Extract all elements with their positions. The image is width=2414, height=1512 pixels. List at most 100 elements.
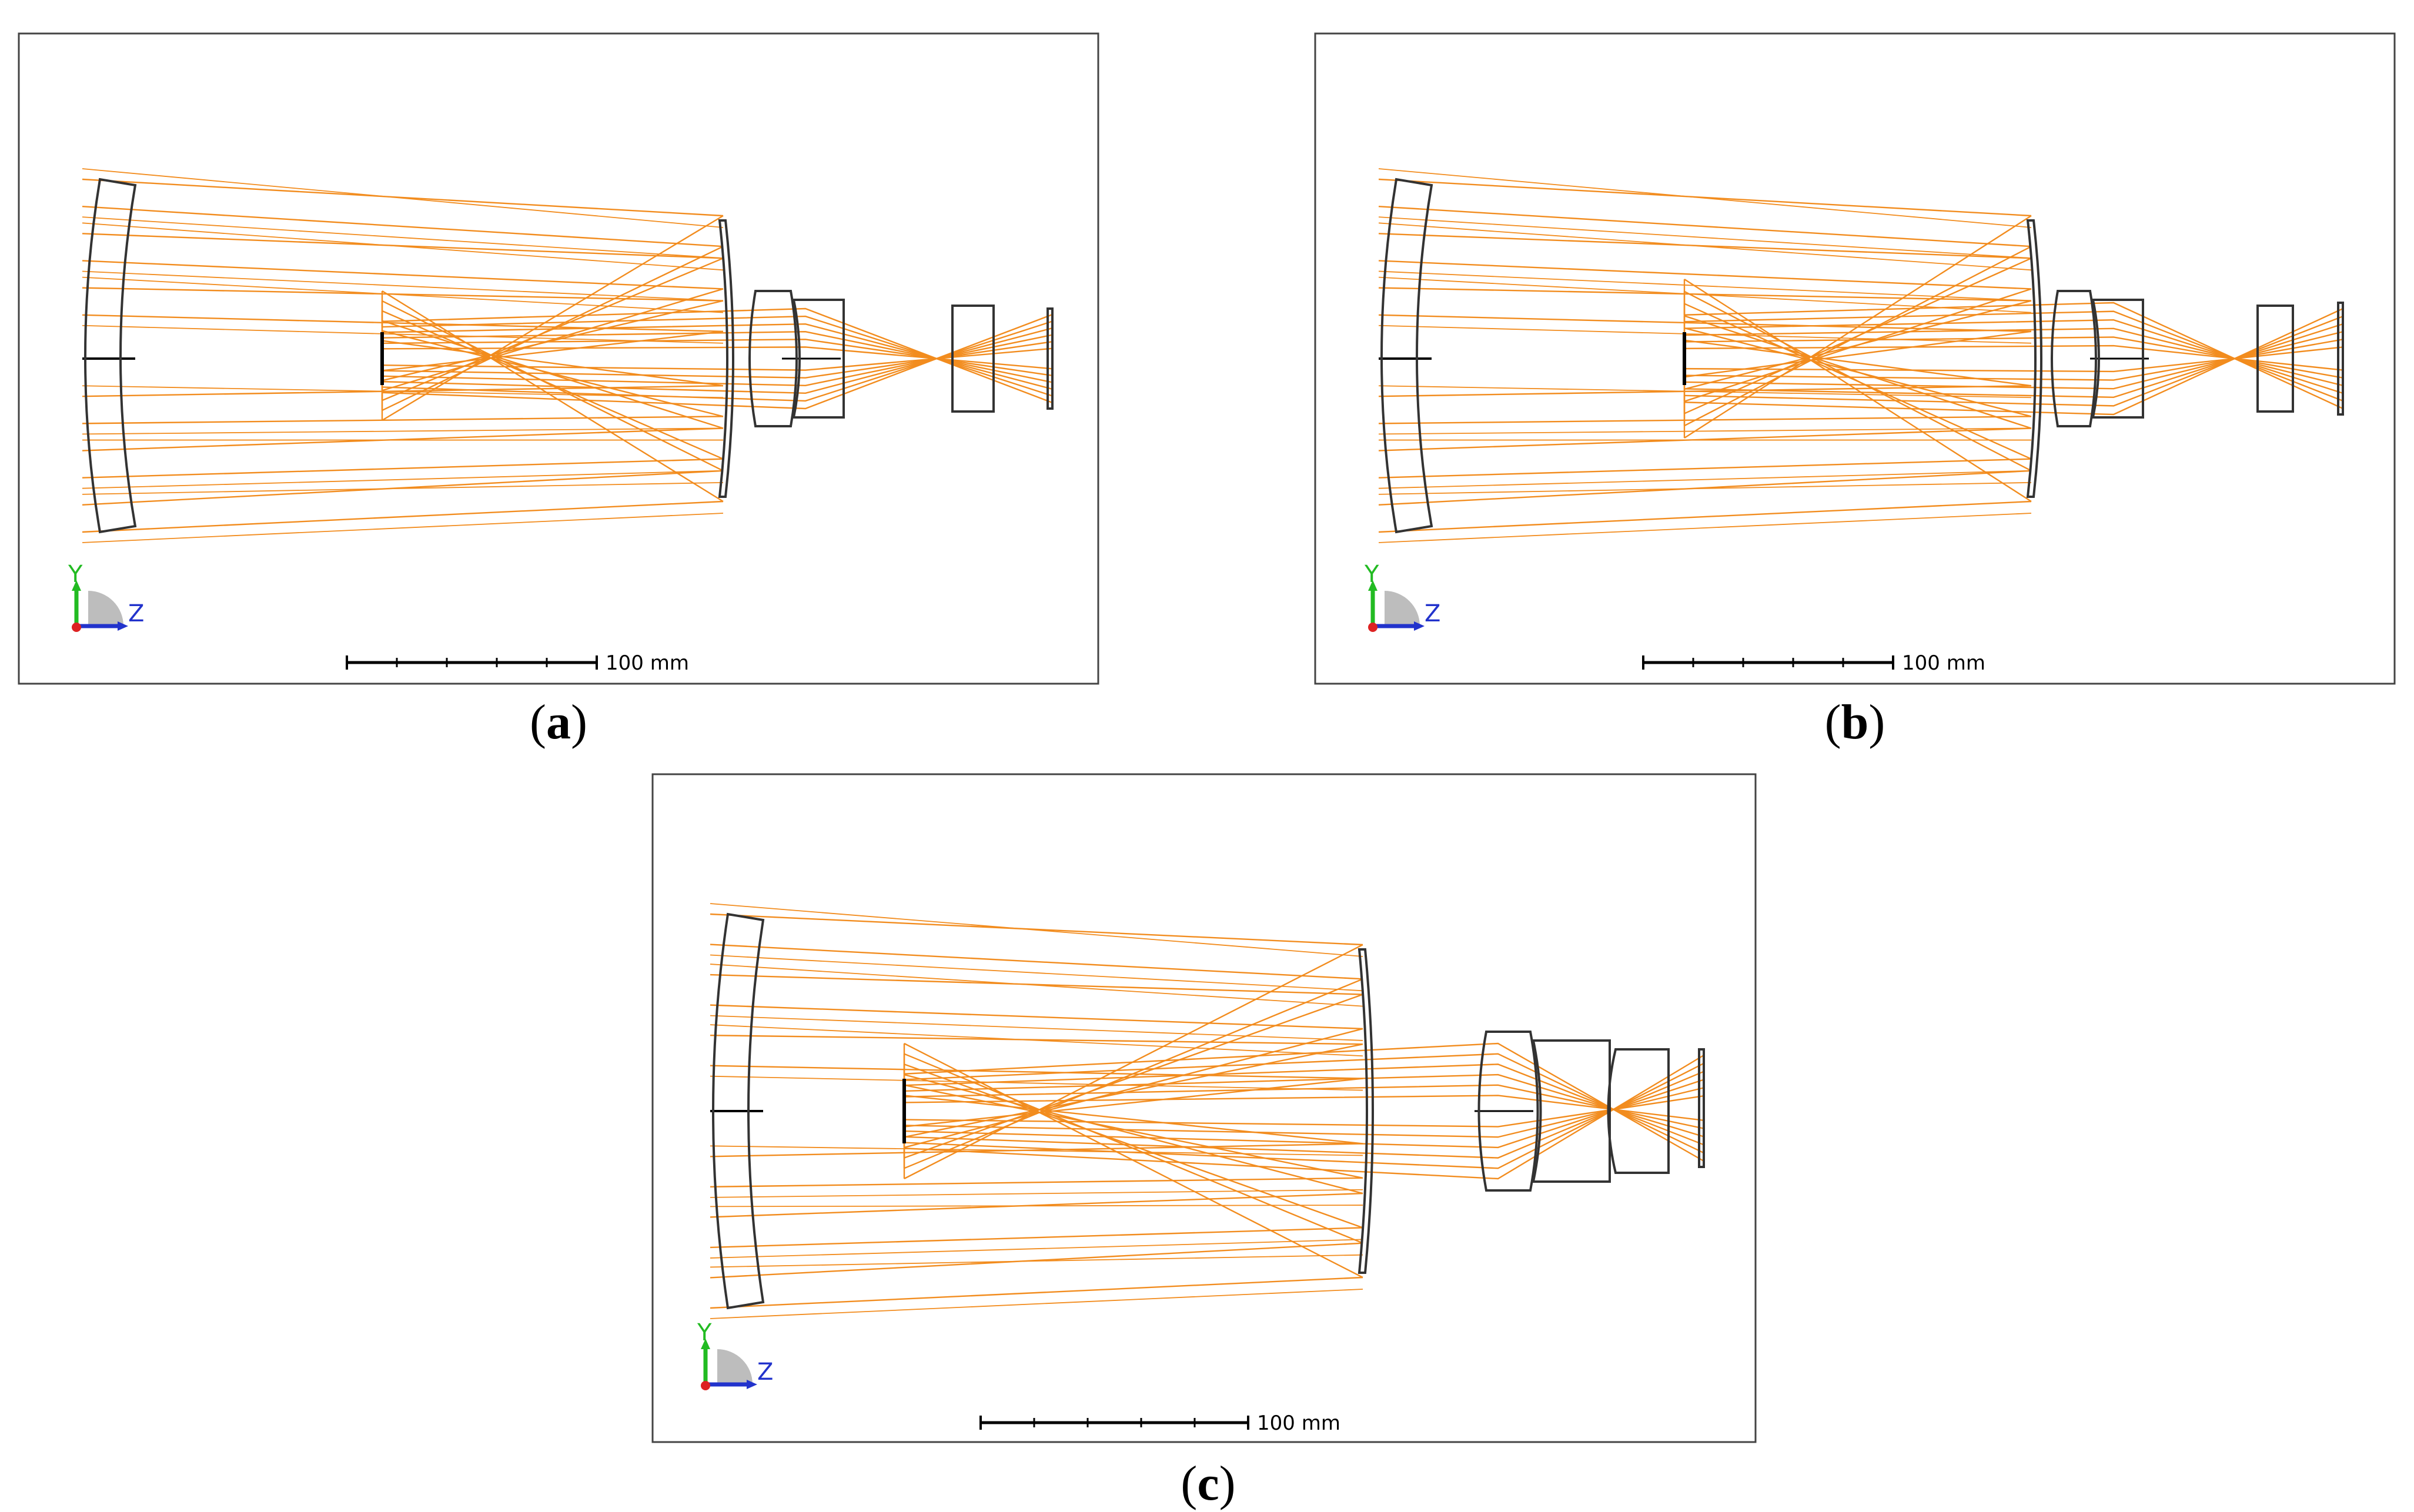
ray (710, 1024, 1363, 1057)
ray (82, 216, 724, 259)
ray (1378, 481, 2032, 495)
optical-elements (82, 178, 1054, 534)
ray (1684, 278, 2032, 503)
ray (1378, 233, 2032, 259)
caption-b: (b) (1824, 695, 1885, 750)
ray (710, 903, 1363, 957)
ray (382, 300, 724, 471)
ray (1378, 416, 2032, 424)
ray (710, 1075, 1363, 1091)
ray (904, 1063, 1363, 1229)
ray (710, 1239, 1363, 1259)
coordinate-axes-icon: Y Z (697, 1319, 773, 1390)
ray (82, 287, 724, 302)
ray (382, 310, 724, 460)
lens-element (2051, 290, 2097, 427)
ray (82, 481, 724, 495)
optical-elements (710, 912, 1705, 1310)
ray (904, 1053, 1704, 1154)
ray (1378, 470, 2032, 506)
ray (82, 205, 724, 247)
lens-element (1477, 1031, 1539, 1192)
ray (1684, 257, 2032, 414)
ray (382, 323, 1053, 390)
optical-elements (1379, 178, 2344, 534)
ray (710, 944, 1363, 980)
ray (710, 1289, 1363, 1319)
axis-y-label: Y (1364, 561, 1379, 588)
ray (1378, 270, 2032, 302)
caption-a: (a) (530, 695, 587, 750)
ray (710, 1254, 1363, 1268)
ray (82, 470, 724, 489)
ray (382, 346, 1053, 370)
ray (1378, 222, 2032, 271)
ray (382, 330, 724, 417)
lens-element (1358, 948, 1374, 1274)
ray (82, 385, 724, 397)
ray (1378, 385, 2032, 399)
ray (82, 513, 724, 543)
ray (1378, 427, 2032, 435)
coordinate-axes-icon: Y Z (68, 561, 144, 632)
ray (1378, 287, 2032, 302)
ray (382, 339, 1053, 377)
coordinate-axes-icon: Y Z (1364, 561, 1440, 632)
ray (1378, 513, 2032, 543)
ray (1378, 216, 2032, 259)
lens-element (1380, 178, 1433, 534)
ray (82, 325, 724, 344)
ray (1684, 290, 2032, 471)
ray (904, 1063, 1704, 1146)
ray (382, 300, 724, 382)
ray (382, 320, 724, 429)
ray (904, 1073, 1363, 1195)
ray (710, 1227, 1363, 1249)
image-plane (1046, 307, 1054, 410)
viewport-frame (651, 773, 1757, 1443)
ray (382, 315, 1053, 397)
ray (382, 307, 1053, 404)
ray (710, 1242, 1363, 1279)
layout-panel-a: Y Z 100 mm (18, 32, 1099, 685)
ray (382, 330, 724, 372)
ray (1684, 307, 2343, 416)
scale-bar-label: 100 mm (1257, 1411, 1340, 1435)
ray (382, 215, 724, 422)
axis-z-label: Z (1425, 600, 1440, 627)
ray (710, 1034, 1363, 1045)
ray (904, 1079, 1704, 1149)
axis-z-label: Z (128, 600, 144, 627)
ray (904, 993, 1363, 1159)
ray (82, 427, 724, 451)
ray (382, 340, 1053, 379)
ray (1378, 276, 2032, 313)
ray (1684, 339, 2343, 381)
layout-panel-c: Y Z 100 mm (651, 773, 1757, 1443)
ray (904, 1042, 1363, 1279)
ray (1378, 178, 2032, 217)
ray (82, 427, 724, 435)
ray (710, 1143, 1363, 1158)
ray (710, 1004, 1363, 1030)
ray (710, 1205, 1363, 1207)
axis-y-label: Y (68, 561, 83, 588)
ray (1684, 302, 2343, 410)
ray (1684, 323, 2343, 398)
optical-layout-b: Y Z 100 mm (1314, 32, 2396, 685)
ray (710, 913, 1363, 946)
scale-bar: 100 mm (346, 651, 689, 675)
ray (904, 1084, 1363, 1179)
lens-element (2256, 305, 2295, 413)
ray (904, 1095, 1704, 1121)
image-plane (1698, 1048, 1705, 1168)
ray (382, 320, 1053, 402)
ray (382, 331, 1053, 383)
optical-layout-a: Y Z 100 mm (18, 32, 1099, 685)
ray (1684, 327, 2343, 386)
lens-element (951, 305, 995, 413)
ray (904, 1028, 1363, 1149)
ray (1684, 336, 2343, 379)
ray (382, 288, 724, 392)
axis-z-label: Z (757, 1359, 773, 1386)
